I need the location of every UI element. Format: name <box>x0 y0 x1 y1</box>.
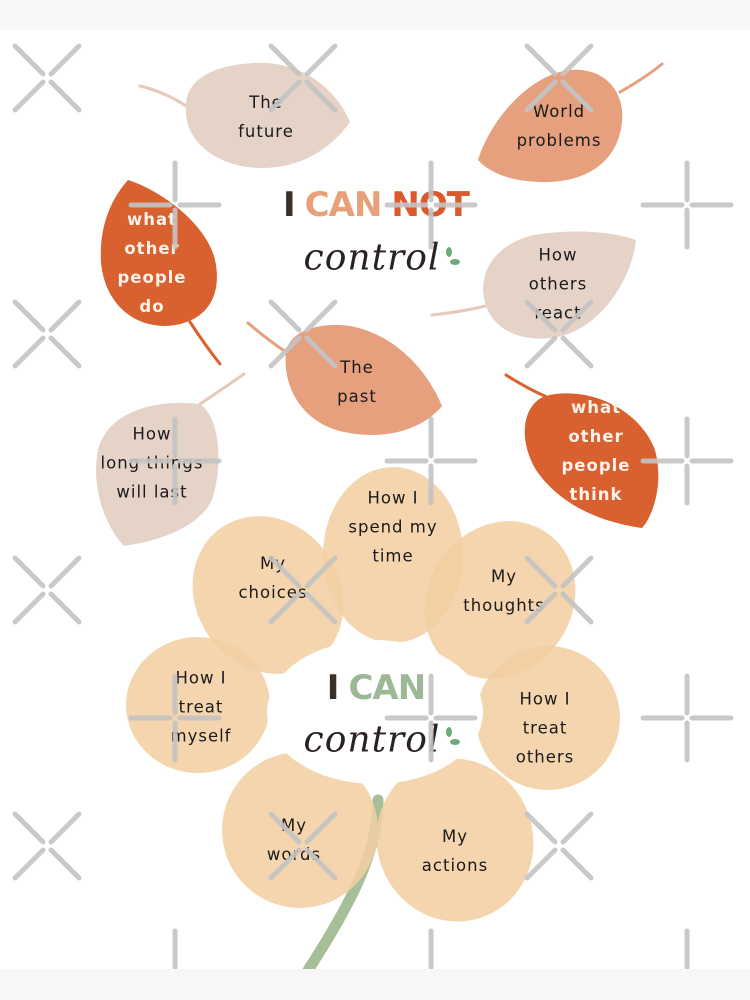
petal-label-how-i-treat-others: How I treat others <box>515 689 575 767</box>
leaf-label-how-others-react: How others react <box>528 245 588 323</box>
title-word-not: NOT <box>391 185 470 225</box>
title-word-i: I <box>283 185 296 225</box>
petal-label-my-words: My words <box>266 816 322 864</box>
leaf-what-other-people-think <box>504 373 659 528</box>
leaf-label-what-other-people-think: what other people think <box>561 398 631 504</box>
leaf-label-the-future: The future <box>238 93 294 141</box>
petal-label-my-choices: My choices <box>238 554 308 602</box>
flower-center <box>267 640 483 784</box>
leaf-label-what-other-people-do: what other people do <box>117 210 187 316</box>
title-word-can: CAN <box>304 185 383 225</box>
leaf-label-the-past: The past <box>337 358 377 406</box>
leaf-sprig-icon <box>446 247 460 265</box>
leaf-label-how-long-things-will-last: How long things will last <box>100 424 204 502</box>
petal-label-my-thoughts: My thoughts <box>463 567 545 615</box>
leaf-how-others-react <box>430 231 636 339</box>
leaf-label-world-problems: World problems <box>516 102 602 150</box>
cannot-subtitle: control <box>303 237 441 279</box>
title-word-can: CAN <box>348 668 426 708</box>
can-subtitle: control <box>303 719 441 761</box>
title-word-i: I <box>326 668 340 708</box>
petal-label-how-i-treat-myself: How I treat myself <box>170 668 232 746</box>
petal-label-how-i-spend-my-time: How I spend my time <box>348 488 438 566</box>
petal-label-my-actions: My actions <box>421 827 489 875</box>
